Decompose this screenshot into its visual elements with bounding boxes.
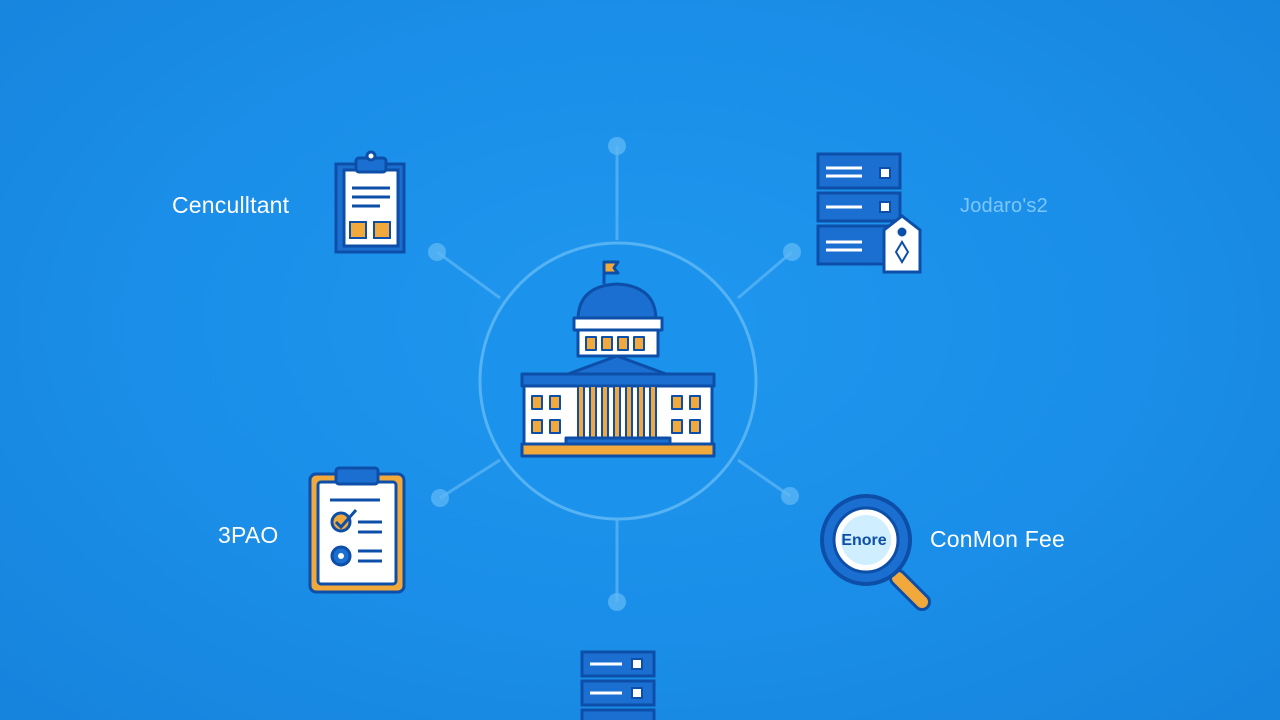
node-label-3pao: 3PAO xyxy=(218,522,279,548)
server-rack-icon xyxy=(580,650,656,720)
node-label-top-right: Jodaro's2 xyxy=(960,195,1048,217)
connector-dots xyxy=(428,137,801,611)
node-label-consultant: Cenculltant xyxy=(172,192,290,218)
government-building-icon xyxy=(520,260,716,458)
checklist-icon xyxy=(308,466,406,594)
server-tag-icon xyxy=(816,152,922,274)
connector-lines xyxy=(436,146,793,602)
magnifier-lens-text: Enore xyxy=(841,532,886,549)
node-label-conmon-fee: ConMon Fee xyxy=(930,526,1065,552)
magnifier-icon: Enore xyxy=(820,494,931,611)
clipboard-icon xyxy=(334,150,406,254)
